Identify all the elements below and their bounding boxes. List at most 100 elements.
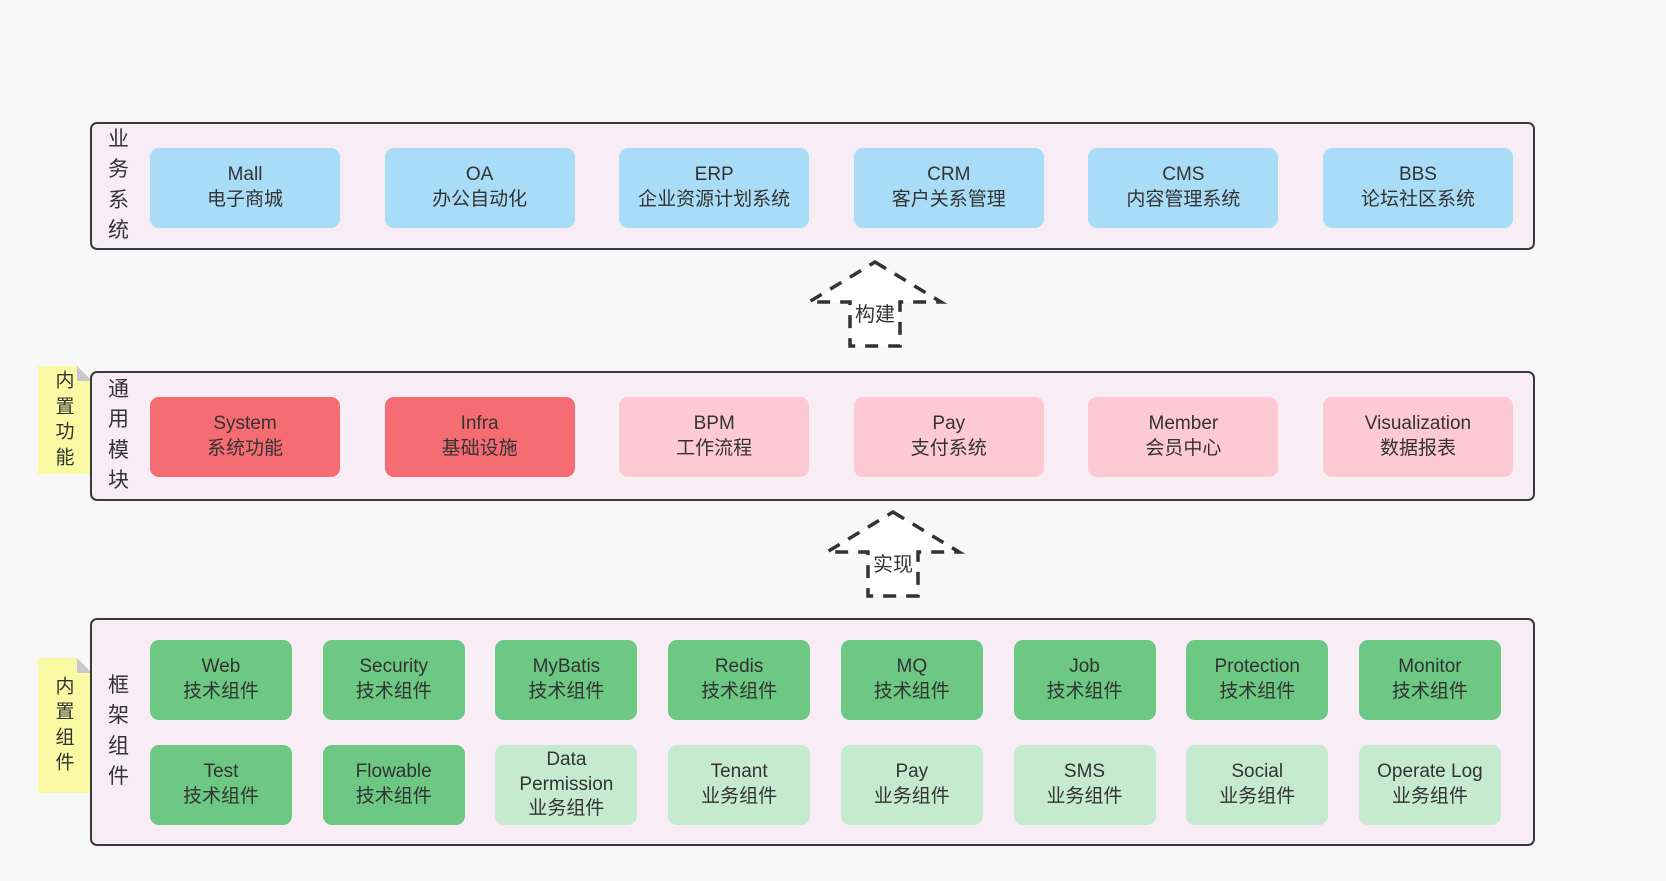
box-subtitle: 会员中心 <box>1145 438 1222 459</box>
box-subtitle: 系统功能 <box>206 438 283 459</box>
box-title: CRM <box>927 164 971 186</box>
box-title: OA <box>465 164 494 186</box>
build-arrow-label: 构建 <box>855 304 895 326</box>
common-modules-panel: 通用模块 System 系统功能 Infra 基础设施 BPM 工作流程 Pay 支付系统 Me… <box>90 371 1535 501</box>
box-subtitle: 支付系统 <box>910 438 987 459</box>
box-title: MQ <box>896 656 928 678</box>
box-subtitle: 业务组件 <box>528 798 605 820</box>
module-box-cms: CMS 内容管理系统 <box>1088 148 1279 228</box>
box-title: Flowable <box>355 761 432 783</box>
builtin-components-sticky: 内置组件 <box>38 658 92 793</box>
box-subtitle: 技术组件 <box>528 681 605 702</box>
sticky-fold-corner <box>77 658 92 673</box>
module-box-data-permission: Data Permission 业务组件 <box>495 745 638 825</box>
module-box-bbs: BBS 论坛社区系统 <box>1322 148 1513 228</box>
box-title: CMS <box>1162 164 1205 186</box>
box-title: Infra <box>460 413 499 435</box>
module-box-oa: OA 办公自动化 <box>384 148 575 228</box>
up-arrow-icon <box>820 509 966 598</box>
module-box-protection: Protection 技术组件 <box>1186 640 1329 720</box>
module-box-mybatis: MyBatis 技术组件 <box>495 640 638 720</box>
module-box-redis: Redis 技术组件 <box>668 640 811 720</box>
business-systems-panel: 业务系统 Mall 电子商城 OA 办公自动化 ERP 企业资源计划系统 CRM 客户关系管理… <box>90 122 1535 250</box>
box-subtitle: 企业资源计划系统 <box>638 189 791 210</box>
module-box-crm: CRM 客户关系管理 <box>853 148 1044 228</box>
module-box-flowable: Flowable 技术组件 <box>322 745 465 825</box>
box-title: Security <box>359 656 429 678</box>
up-arrow-icon <box>802 259 948 348</box>
module-box-operate-log: Operate Log 业务组件 <box>1358 745 1501 825</box>
box-subtitle: 技术组件 <box>355 786 432 807</box>
module-box-mall: Mall 电子商城 <box>150 148 340 228</box>
box-title: Tenant <box>710 761 768 783</box>
box-subtitle: 基础设施 <box>441 438 518 459</box>
box-title: Member <box>1148 413 1219 435</box>
module-box-security: Security 技术组件 <box>322 640 465 720</box>
box-title: Pay <box>895 761 929 783</box>
box-title: Test <box>203 761 239 783</box>
box-subtitle: 内容管理系统 <box>1126 189 1241 210</box>
box-subtitle: 电子商城 <box>206 189 283 210</box>
box-title: Data Permission <box>519 748 614 795</box>
module-box-sms: SMS 业务组件 <box>1013 745 1156 825</box>
module-box-tenant: Tenant 业务组件 <box>668 745 811 825</box>
module-box-visualization: Visualization 数据报表 <box>1322 397 1513 477</box>
box-title: Job <box>1069 656 1100 678</box>
box-title: ERP <box>694 164 734 186</box>
box-title: Social <box>1231 761 1284 783</box>
business-systems-box-row: Mall 电子商城 OA 办公自动化 ERP 企业资源计划系统 CRM 客户关系管理 CMS 内容… <box>150 148 1513 228</box>
box-subtitle: 技术组件 <box>1219 681 1296 702</box>
box-subtitle: 业务组件 <box>1219 786 1296 807</box>
module-box-pay: Pay 支付系统 <box>853 397 1044 477</box>
module-box-member: Member 会员中心 <box>1088 397 1279 477</box>
box-title: Visualization <box>1364 413 1472 435</box>
box-subtitle: 技术组件 <box>1391 681 1468 702</box>
box-title: Operate Log <box>1377 761 1483 783</box>
box-title: BPM <box>693 413 735 435</box>
module-box-test: Test 技术组件 <box>150 745 292 825</box>
box-title: SMS <box>1063 761 1106 783</box>
module-box-social: Social 业务组件 <box>1186 745 1329 825</box>
box-title: Pay <box>932 413 966 435</box>
box-title: Monitor <box>1398 656 1462 678</box>
box-subtitle: 技术组件 <box>1046 681 1123 702</box>
box-subtitle: 业务组件 <box>701 786 778 807</box>
box-title: BBS <box>1398 164 1437 186</box>
box-subtitle: 技术组件 <box>355 681 432 702</box>
box-subtitle: 技术组件 <box>182 681 259 702</box>
box-subtitle: 办公自动化 <box>432 189 528 210</box>
box-subtitle: 技术组件 <box>701 681 778 702</box>
box-subtitle: 技术组件 <box>182 786 259 807</box>
framework-components-label: 框架组件 <box>108 674 129 789</box>
business-systems-label: 业务系统 <box>108 128 129 243</box>
builtin-components-sticky-label: 内置组件 <box>55 676 75 775</box>
module-box-bpm: BPM 工作流程 <box>619 397 810 477</box>
implement-arrow-label: 实现 <box>873 554 913 576</box>
implement-arrow: 实现 <box>820 508 966 600</box>
box-title: MyBatis <box>532 656 601 678</box>
box-subtitle: 工作流程 <box>676 438 753 459</box>
box-subtitle: 论坛社区系统 <box>1360 189 1475 210</box>
box-subtitle: 业务组件 <box>873 786 950 807</box>
module-box-infra: Infra 基础设施 <box>384 397 575 477</box>
box-subtitle: 数据报表 <box>1379 438 1456 459</box>
box-subtitle: 客户关系管理 <box>891 189 1006 210</box>
common-modules-label: 通用模块 <box>108 378 129 493</box>
module-box-monitor: Monitor 技术组件 <box>1358 640 1501 720</box>
module-box-erp: ERP 企业资源计划系统 <box>619 148 810 228</box>
module-box-job: Job 技术组件 <box>1013 640 1156 720</box>
box-title: Mall <box>227 164 263 186</box>
builtin-features-sticky: 内置功能 <box>38 366 92 474</box>
box-title: Redis <box>714 656 764 678</box>
sticky-fold-corner <box>77 366 92 381</box>
box-title: Protection <box>1214 656 1300 678</box>
module-box-pay: Pay 业务组件 <box>840 745 983 825</box>
box-subtitle: 业务组件 <box>1391 786 1468 807</box>
box-subtitle: 业务组件 <box>1046 786 1123 807</box>
box-title: System <box>213 413 277 435</box>
module-box-system: System 系统功能 <box>150 397 340 477</box>
